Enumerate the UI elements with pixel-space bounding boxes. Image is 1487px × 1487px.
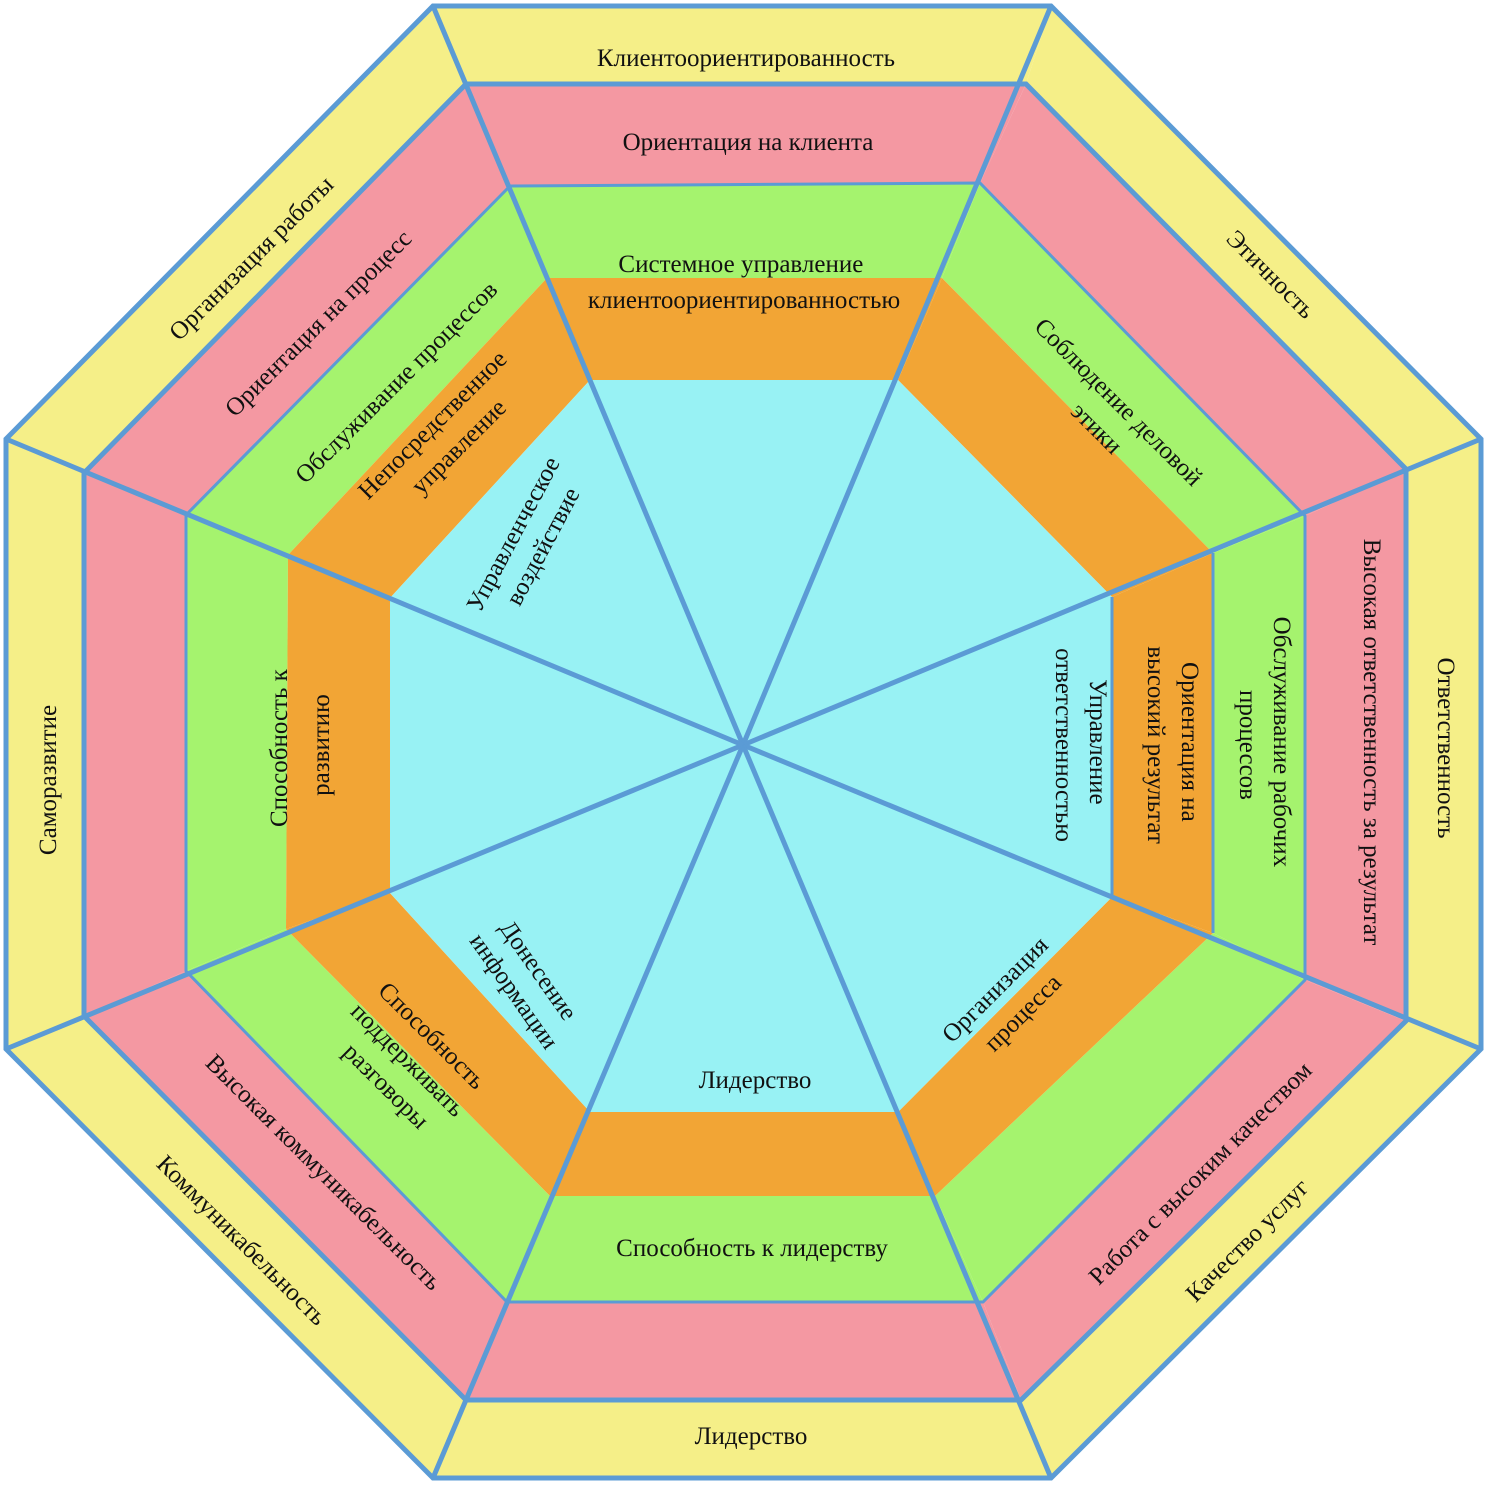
second-ring-bottom-left-segment [84, 971, 507, 1400]
third-ring [186, 183, 1305, 1302]
third-label-top-line-2: клиентоориентированностью [588, 287, 900, 314]
spokes [5, 5, 1482, 1479]
fourth-label-right: Ориентация на высокий результат [1142, 646, 1203, 844]
center-label-bottom: Лидерство [699, 1067, 812, 1094]
third-label-left: Способность к развитию [266, 663, 335, 827]
fourth-ring-top-right-segment [898, 278, 1213, 597]
third-ring-left-segment [186, 515, 288, 971]
fourth-ring-top-segment [547, 278, 942, 380]
outer-ring-bottom-segment [433, 1400, 1051, 1478]
third-label-right-line-1: Обслуживание рабочих [1268, 617, 1295, 868]
spoke-bottom-left [430, 744, 746, 1479]
second-label-top: Ориентация на клиента [623, 129, 874, 156]
third-ring-bottom-segment [507, 1196, 983, 1302]
fourth-ring-bottom-segment [550, 1112, 935, 1196]
third-label-right-line-2: процессов [1234, 690, 1261, 800]
third-label-bottom: Способность к лидерству [616, 1235, 888, 1262]
third-label-right: Обслуживание рабочих процессов [1234, 617, 1295, 874]
third-ring-top-segment [510, 183, 980, 278]
second-ring-left-segment [84, 473, 186, 1016]
second-ring-bottom-right-segment [983, 980, 1406, 1400]
outer-ring-top-segment [433, 6, 1051, 84]
fourth-ring [286, 278, 1213, 1196]
fourth-ring-right-segment [1112, 553, 1213, 933]
ring-frames [3, 3, 1484, 1481]
center-label-right: Управление ответственностью [1050, 648, 1111, 842]
spoke-left-bottom [5, 742, 744, 1052]
second-ring-top-right-segment [980, 84, 1406, 516]
spoke-bottom-right [740, 744, 1054, 1479]
spoke-right-top [742, 436, 1482, 748]
second-ring-bottom-segment [466, 1302, 1021, 1400]
outer-ring-bottom-left-segment [6, 1016, 466, 1478]
fourth-label-right-line-2: высокий результат [1142, 646, 1169, 844]
third-ring-top-right-segment [942, 183, 1305, 553]
third-ring-bottom-left-segment [186, 929, 550, 1302]
outer-ring-top-right-segment [1026, 6, 1481, 469]
third-label-top-line-1: Системное управление [618, 251, 863, 278]
outer-ring-top-left-segment [6, 6, 466, 473]
center-label-right-line-2: ответственностью [1050, 648, 1077, 842]
fourth-ring-top-left-segment [288, 278, 590, 598]
third-label-left-line-2: развитию [308, 694, 335, 796]
center-label-right-line-1: Управление [1084, 679, 1111, 804]
frame-outer [3, 3, 1484, 1481]
third-ring-right-segment [1213, 516, 1305, 980]
fourth-label-right-line-1: Ориентация на [1176, 662, 1203, 822]
fourth-ring-bottom-right-segment [898, 897, 1213, 1196]
third-ring-bottom-right-segment [935, 933, 1305, 1302]
outer-ring-right-segment [1406, 439, 1481, 1049]
spoke-top-right [740, 5, 1054, 746]
fourth-ring-left-segment [286, 555, 390, 929]
frame-second [81, 81, 1409, 1403]
third-label-left-line-1: Способность к [266, 668, 293, 827]
third-ring-top-left-segment [186, 186, 547, 555]
second-ring-top-left-segment [84, 84, 510, 515]
second-label-right: Высокая ответственность за результат [1358, 539, 1385, 946]
outer-ring-left-segment [6, 439, 84, 1049]
second-ring-right-segment [1305, 469, 1406, 1021]
fourth-ring-bottom-left-segment [286, 893, 590, 1196]
second-ring-top-segment [466, 84, 1026, 186]
outer-label-top: Клиентоориентированность [597, 45, 895, 72]
spoke-top-left [430, 5, 746, 746]
outer-label-right: Ответственность [1432, 657, 1459, 838]
outer-ring-bottom-right-segment [1021, 1021, 1481, 1478]
frame-third [184, 181, 1307, 1304]
outer-label-left: Саморазвитие [35, 705, 62, 855]
outer-label-bottom: Лидерство [695, 1423, 808, 1450]
outer-ring [6, 6, 1481, 1478]
second-ring [84, 84, 1406, 1400]
third-label-top: Системное управление клиентоориентирован… [588, 251, 900, 314]
spoke-left-top [5, 436, 744, 748]
